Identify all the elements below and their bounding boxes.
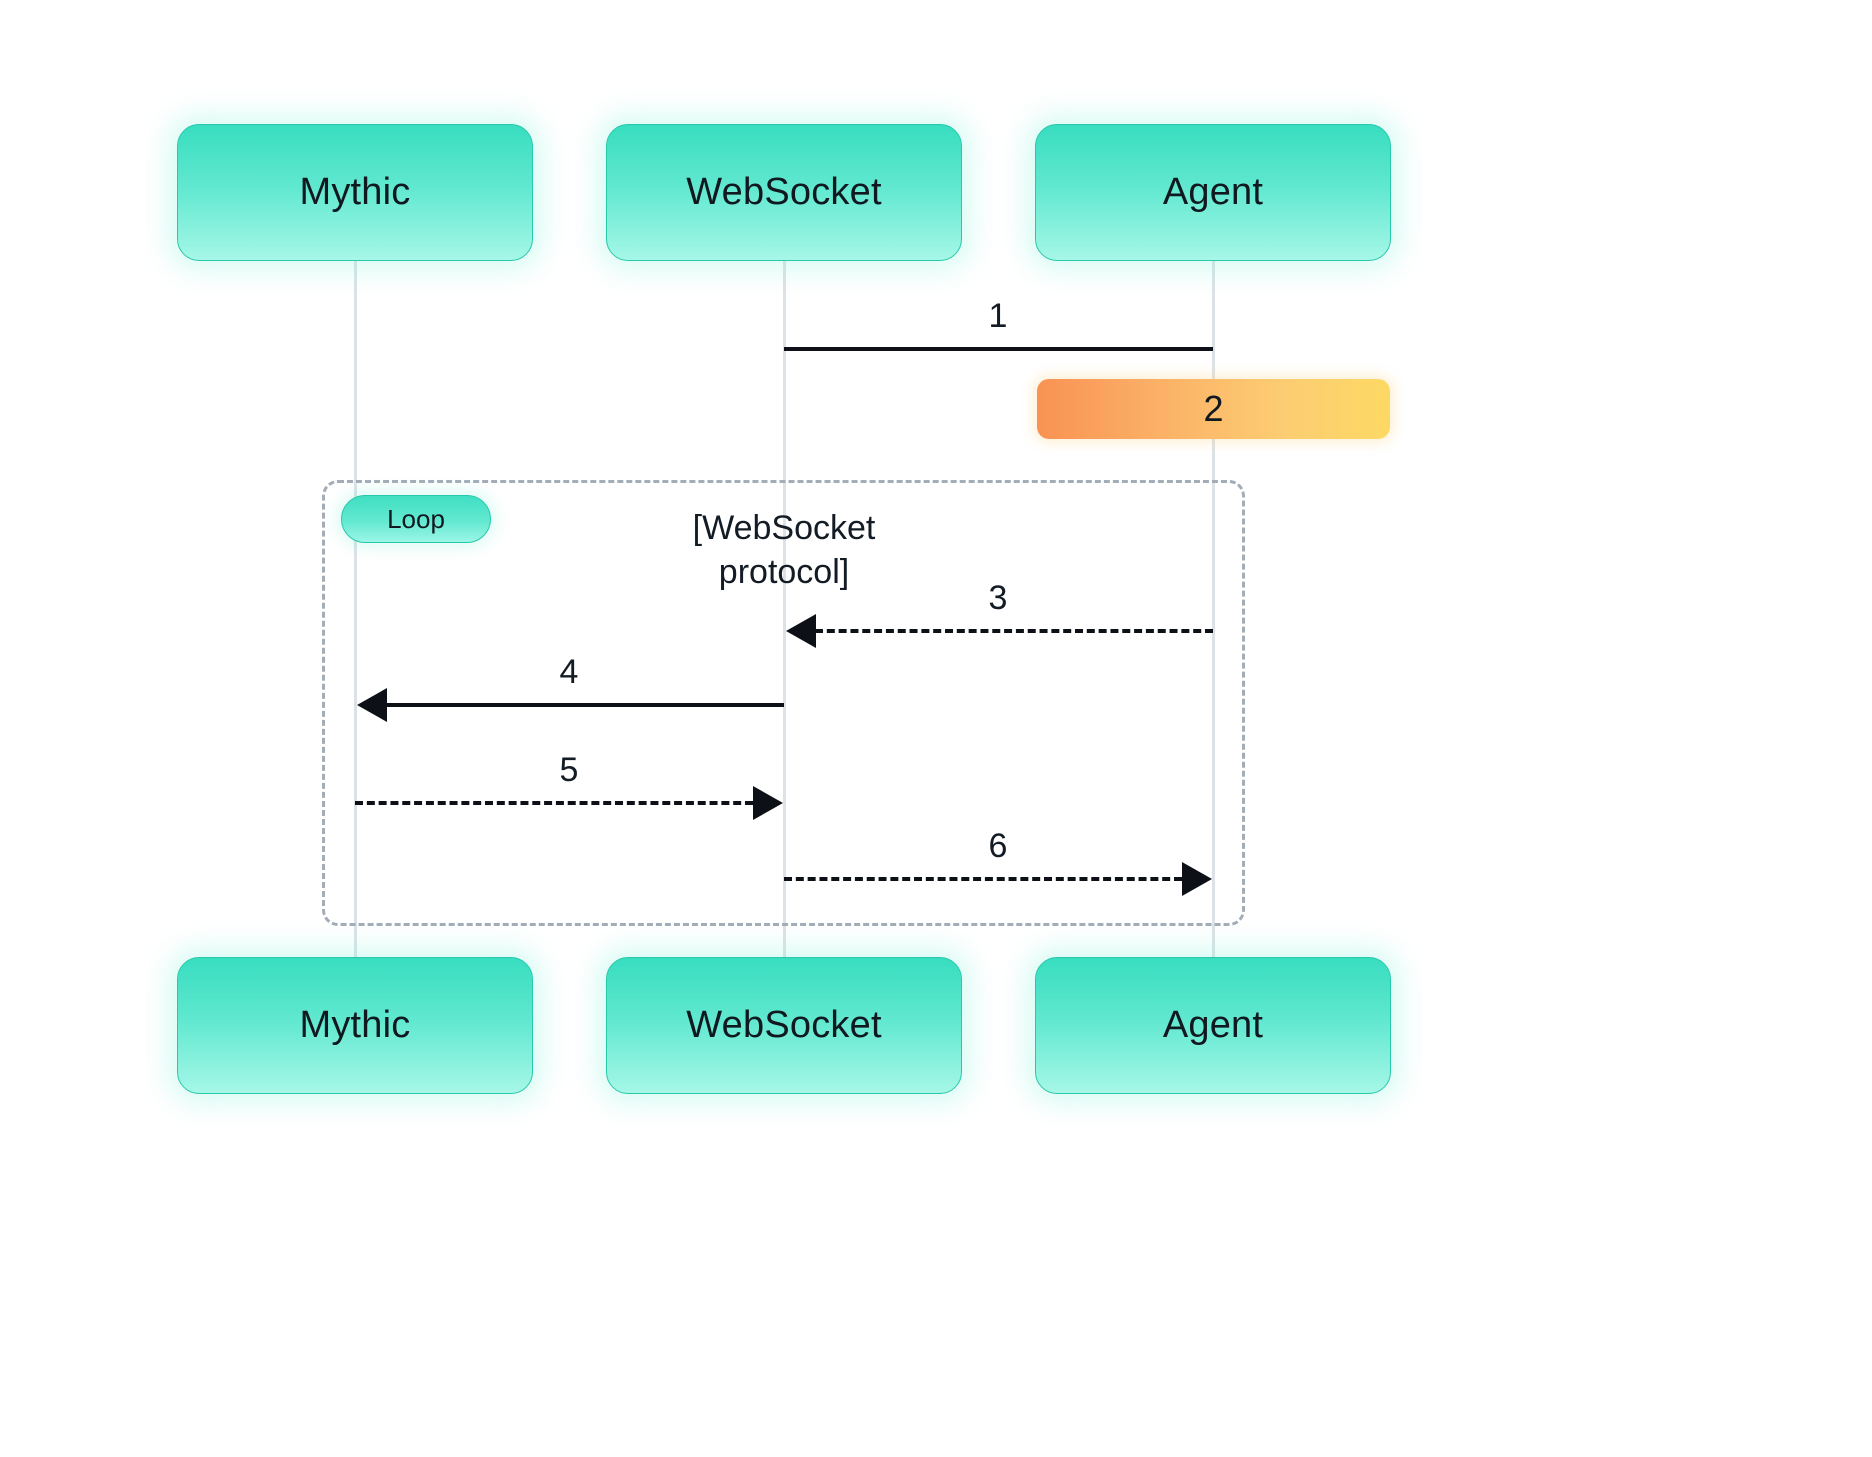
lifeline-websocket — [783, 258, 786, 960]
loop-fragment-badge: Loop — [341, 495, 491, 543]
message-label-6: 6 — [988, 827, 1008, 865]
message-arrowhead-5 — [753, 786, 783, 820]
participant-box-agent-bottom[interactable]: Agent — [1035, 957, 1391, 1094]
loop-fragment-badge-label: Loop — [387, 503, 445, 534]
message-label-4: 4 — [559, 653, 579, 691]
message-self-call-2: 2 — [1037, 379, 1390, 439]
participant-label-mythic-top: Mythic — [299, 171, 411, 213]
loop-fragment-frame — [322, 480, 1245, 926]
message-line-5 — [355, 801, 753, 805]
message-line-4 — [386, 703, 784, 707]
participant-label-agent-bottom: Agent — [1162, 1004, 1264, 1046]
message-label-1: 1 — [988, 297, 1008, 335]
participant-label-websocket-top: WebSocket — [686, 171, 882, 213]
message-label-3: 3 — [988, 579, 1008, 617]
message-line-1 — [784, 347, 1213, 351]
message-arrowhead-4 — [357, 688, 387, 722]
participant-box-websocket-top[interactable]: WebSocket — [606, 124, 962, 261]
message-arrowhead-6 — [1182, 862, 1212, 896]
participant-label-mythic-bottom: Mythic — [299, 1004, 411, 1046]
participant-label-websocket-bottom: WebSocket — [686, 1004, 882, 1046]
participant-label-agent-top: Agent — [1162, 171, 1264, 213]
message-line-3 — [815, 629, 1213, 633]
message-line-6 — [784, 877, 1182, 881]
participant-box-mythic-bottom[interactable]: Mythic — [177, 957, 533, 1094]
lifeline-mythic — [354, 258, 357, 960]
message-label-5: 5 — [559, 751, 579, 789]
participant-box-mythic-top[interactable]: Mythic — [177, 124, 533, 261]
message-label-2: 2 — [1203, 388, 1224, 429]
loop-fragment-condition: [WebSocket protocol] — [692, 509, 876, 591]
participant-box-agent-top[interactable]: Agent — [1035, 124, 1391, 261]
message-arrowhead-3 — [786, 614, 816, 648]
participant-box-websocket-bottom[interactable]: WebSocket — [606, 957, 962, 1094]
lifeline-agent — [1212, 258, 1215, 960]
